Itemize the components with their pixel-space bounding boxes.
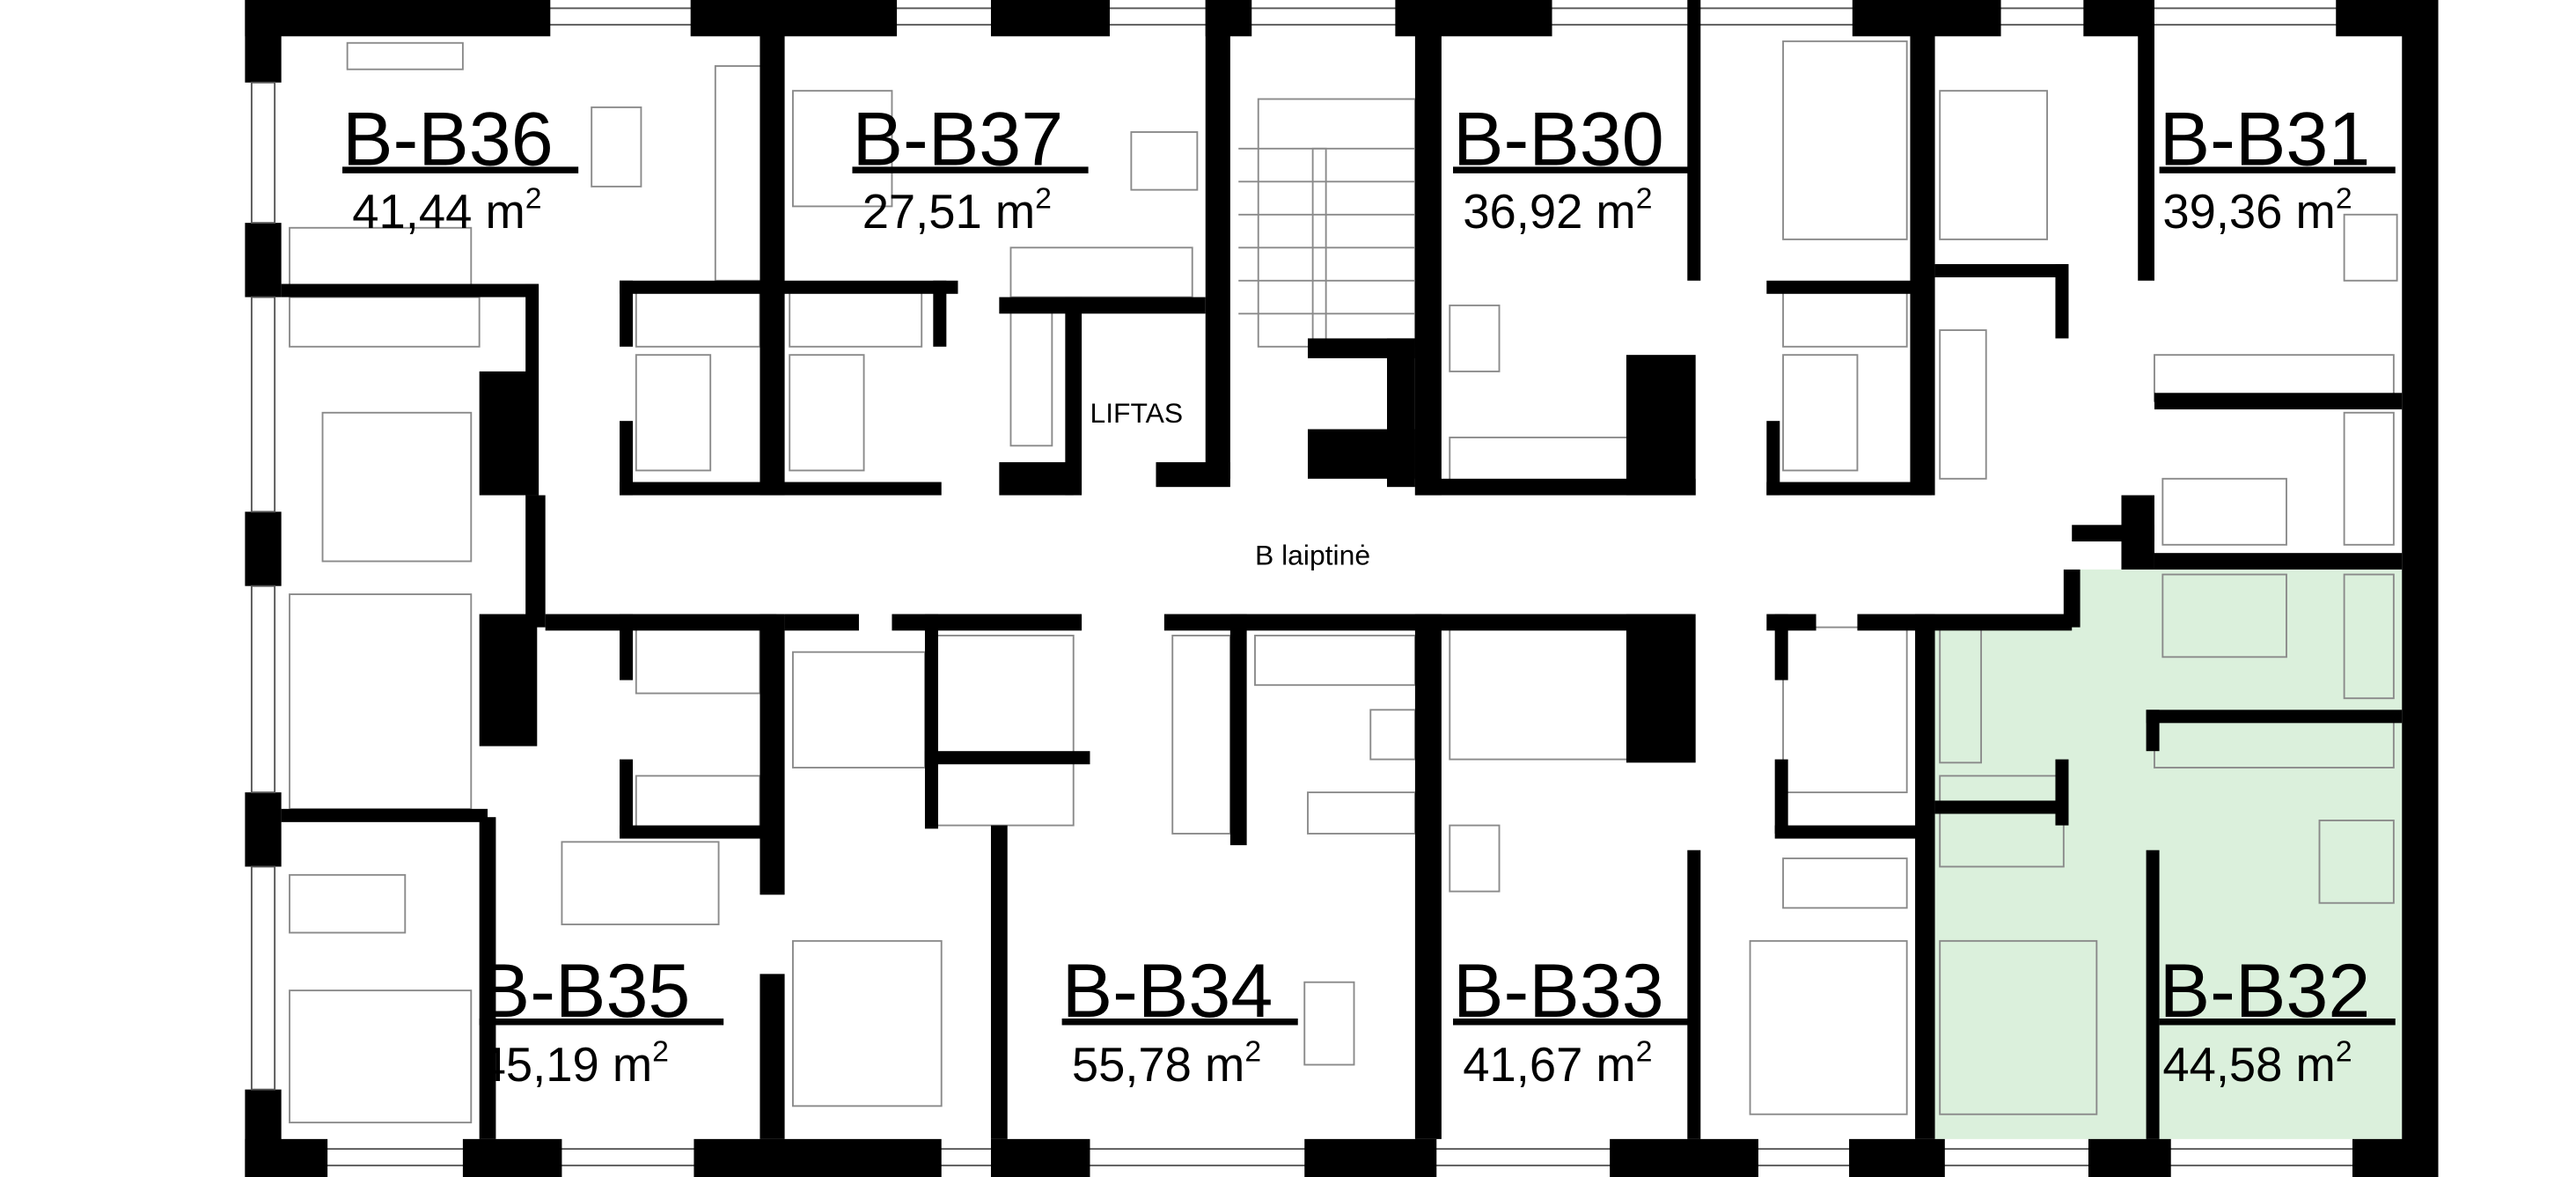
unit-area: 41,67 m2 [1463,1035,1652,1092]
unit-labels: B-B36 41,44 m2 B-B37 27,51 m2 B-B30 36,9… [342,98,2396,1092]
unit-area: 41,44 m2 [352,181,541,239]
unit-label-b-b30[interactable]: B-B30 36,92 m2 [1453,98,1690,239]
unit-label-b-b36[interactable]: B-B36 41,44 m2 [342,98,579,239]
unit-label-b-b31[interactable]: B-B31 39,36 m2 [2159,98,2396,239]
unit-label-b-b35[interactable]: B-B35 45,19 m2 [479,949,724,1092]
unit-label-b-b34[interactable]: B-B34 55,78 m2 [1061,949,1298,1092]
stairwell-label: B laiptinė [1255,539,1370,570]
plan-labels: LIFTAS B laiptinė [1090,397,1370,570]
unit-area: 39,36 m2 [2162,181,2352,239]
unit-area: 45,19 m2 [480,1035,669,1092]
unit-b-b37[interactable] [784,36,1206,496]
walls [245,0,2439,1177]
unit-area: 27,51 m2 [862,181,1052,239]
elevator-label: LIFTAS [1090,397,1183,429]
unit-label-b-b32[interactable]: B-B32 44,58 m2 [2159,949,2396,1092]
unit-area: 36,92 m2 [1463,181,1652,239]
unit-label-b-b37[interactable]: B-B37 27,51 m2 [852,98,1089,239]
unit-b-b31[interactable] [1934,36,2403,532]
unit-b-b34[interactable] [784,614,1415,1139]
unit-area: 44,58 m2 [2162,1035,2352,1092]
furniture [289,40,2398,1124]
unit-area: 55,78 m2 [1072,1035,1261,1092]
unit-label-b-b33[interactable]: B-B33 41,67 m2 [1453,949,1690,1092]
